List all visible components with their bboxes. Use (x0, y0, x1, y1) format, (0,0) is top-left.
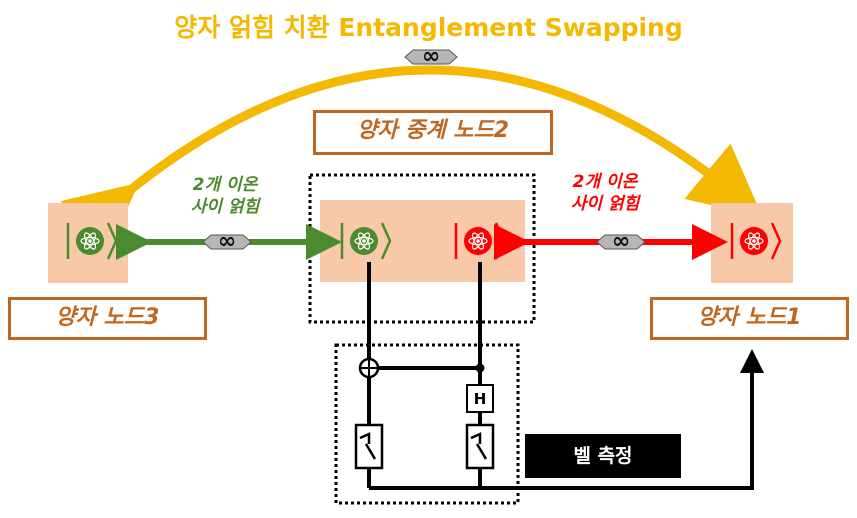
cnot-gate (358, 357, 485, 379)
repeater-node-label: 양자 중계 노드2 (313, 110, 553, 155)
infinity-symbol-left: ∞ (217, 229, 237, 254)
infinity-symbol-right: ∞ (611, 229, 631, 254)
detector-right (465, 423, 495, 470)
infinity-badge-left (202, 234, 252, 250)
node1-label: 양자 노드1 (650, 297, 849, 340)
diagram-title: 양자 얽힘 치환 Entanglement Swapping (174, 13, 683, 42)
infinity-badge-arc (404, 49, 458, 65)
right-link-label-line1: 2개 이온 (572, 172, 638, 192)
bell-measurement-label: 벨 측정 (525, 434, 681, 478)
left-link-label-line2: 사이 얽힘 (190, 197, 260, 217)
hadamard-gate (466, 384, 494, 413)
swapping-arc (60, 65, 763, 257)
node3-label: 양자 노드3 (8, 297, 207, 340)
bell-circuit (367, 262, 764, 490)
ion-repeater-red (454, 222, 506, 260)
ion-repeater-green (340, 222, 392, 260)
infinity-badge-right (596, 234, 646, 250)
bell-circuit-dotted-frame (334, 343, 520, 505)
left-link-label: 2개 이온 사이 얽힘 (160, 174, 290, 218)
infinity-symbol-arc: ∞ (421, 44, 441, 69)
hadamard-gate-label: H (474, 390, 487, 408)
detector-left (354, 423, 384, 470)
ion-node3 (66, 222, 118, 260)
left-link-label-line1: 2개 이온 (192, 175, 258, 195)
right-link-label: 2개 이온 사이 얽힘 (540, 171, 670, 215)
right-link-label-line2: 사이 얽힘 (570, 194, 640, 214)
ion-node1 (730, 222, 782, 260)
